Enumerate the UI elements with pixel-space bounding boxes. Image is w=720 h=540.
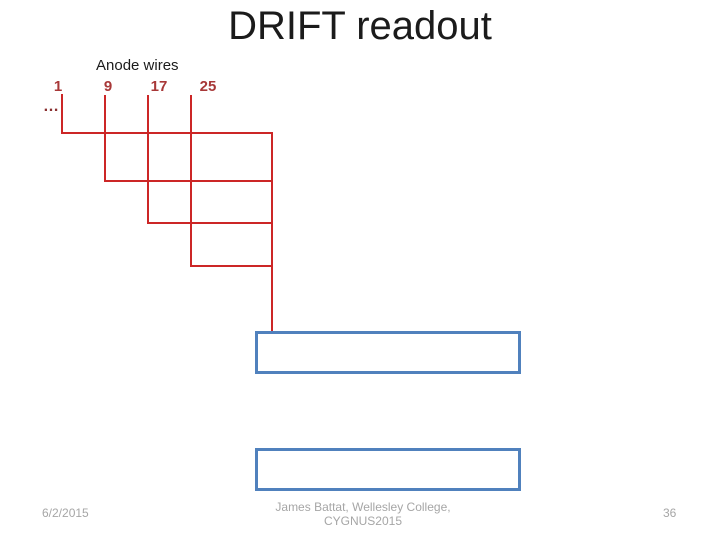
footer-credit: James Battat, Wellesley College, CYGNUS2… <box>233 500 493 528</box>
wire-line-17-vertical <box>147 95 149 224</box>
wire-line-1-vertical <box>61 94 63 134</box>
footer-credit-line2: CYGNUS2015 <box>323 514 403 528</box>
wire-line-17-horizontal <box>147 222 273 224</box>
anode-wires-label: Anode wires <box>96 57 179 74</box>
wire-line-1-horizontal <box>61 132 273 134</box>
wire-ellipsis: … <box>43 98 63 115</box>
readout-box-1 <box>255 331 521 374</box>
footer-date: 6/2/2015 <box>42 506 89 520</box>
footer-credit-line1: James Battat, Wellesley College, <box>275 500 451 514</box>
wire-number-9: 9 <box>103 78 113 95</box>
slide-title: DRIFT readout <box>228 4 492 48</box>
wire-line-25-horizontal <box>190 265 273 267</box>
wire-number-25: 25 <box>199 78 217 95</box>
wire-number-1: 1 <box>53 78 63 95</box>
bus-vertical-line <box>271 132 273 331</box>
wire-line-9-vertical <box>104 95 106 182</box>
wire-line-9-horizontal <box>104 180 273 182</box>
wire-number-17: 17 <box>150 78 168 95</box>
footer-page-number: 36 <box>663 506 677 520</box>
readout-box-2 <box>255 448 521 491</box>
